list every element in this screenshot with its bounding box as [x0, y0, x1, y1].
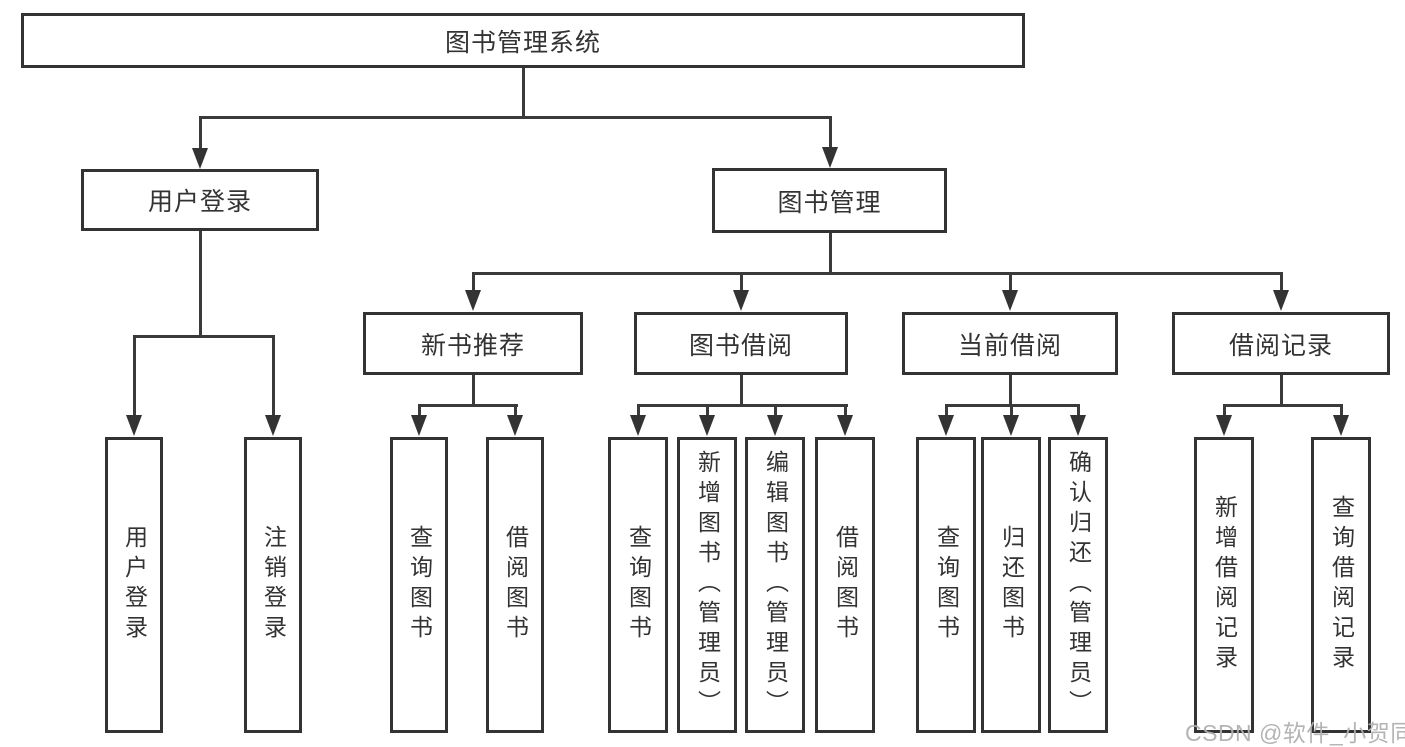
node-borrow-records: 借阅记录 — [1172, 312, 1390, 375]
node-book-borrow: 图书借阅 — [634, 312, 848, 375]
arrow-down-icon — [1216, 415, 1232, 436]
arrow-down-icon — [192, 148, 208, 169]
leaf-edit-book-admin: 编辑图书（管理员） — [745, 437, 805, 733]
arrow-down-icon — [126, 415, 142, 436]
arrow-down-icon — [938, 415, 954, 436]
node-user-login: 用户登录 — [81, 169, 319, 231]
arrow-down-icon — [1003, 415, 1019, 436]
connector-line — [1077, 404, 1080, 420]
node-current-borrow: 当前借阅 — [902, 312, 1118, 375]
leaf-query-books-borrow: 查询图书 — [608, 437, 668, 733]
arrow-down-icon — [837, 415, 853, 436]
arrow-down-icon — [507, 415, 523, 436]
connector-line — [472, 375, 475, 406]
arrow-down-icon — [1070, 415, 1086, 436]
arrow-down-icon — [767, 415, 783, 436]
connector-line — [740, 272, 743, 294]
node-root: 图书管理系统 — [21, 13, 1025, 68]
leaf-query-books-recommend: 查询图书 — [390, 437, 448, 733]
leaf-add-book-admin: 新增图书（管理员） — [677, 437, 737, 733]
connector-line — [133, 335, 136, 419]
arrow-down-icon — [699, 415, 715, 436]
connector-line — [1223, 404, 1226, 420]
connector-line — [829, 116, 832, 152]
connector-line — [945, 404, 948, 420]
node-book-management: 图书管理 — [712, 168, 947, 233]
arrow-down-icon — [733, 290, 749, 311]
connector-line — [637, 404, 640, 420]
connector-line — [1009, 272, 1012, 294]
connector-line — [774, 404, 777, 420]
node-new-book-recommend: 新书推荐 — [363, 312, 583, 375]
arrow-down-icon — [630, 415, 646, 436]
arrow-down-icon — [1333, 415, 1349, 436]
leaf-confirm-return-admin: 确认归还（管理员） — [1048, 437, 1108, 733]
connector-line — [1223, 404, 1343, 407]
connector-line — [418, 404, 518, 407]
connector-line — [199, 116, 202, 152]
leaf-logout: 注销登录 — [244, 437, 302, 733]
connector-line — [418, 404, 421, 420]
arrow-down-icon — [411, 415, 427, 436]
leaf-borrow-books: 借阅图书 — [815, 437, 875, 733]
arrow-down-icon — [1002, 290, 1018, 311]
arrow-down-icon — [1273, 290, 1289, 311]
connector-line — [844, 404, 847, 420]
connector-line — [1009, 375, 1012, 406]
leaf-query-books-current: 查询图书 — [916, 437, 976, 733]
arrow-down-icon — [465, 290, 481, 311]
leaf-return-book: 归还图书 — [981, 437, 1041, 733]
connector-line — [272, 335, 275, 419]
connector-line — [637, 404, 848, 407]
connector-line — [133, 335, 275, 338]
connector-line — [199, 231, 202, 337]
connector-line — [740, 375, 743, 406]
connector-line — [1280, 272, 1283, 294]
leaf-user-login: 用户登录 — [105, 437, 163, 733]
connector-line — [1280, 375, 1283, 406]
connector-line — [1010, 404, 1013, 420]
leaf-borrow-books-recommend: 借阅图书 — [486, 437, 544, 733]
connector-line — [522, 68, 525, 118]
arrow-down-icon — [265, 415, 281, 436]
arrow-down-icon — [822, 147, 838, 168]
connector-line — [706, 404, 709, 420]
connector-line — [1340, 404, 1343, 420]
connector-line — [472, 272, 475, 294]
connector-line — [829, 233, 832, 274]
connector-line — [199, 116, 831, 119]
connector-line — [472, 272, 1283, 275]
watermark-text: CSDN @软件_小贺同学 — [1185, 720, 1405, 746]
leaf-add-borrow-record: 新增借阅记录 — [1194, 437, 1254, 733]
leaf-query-borrow-record: 查询借阅记录 — [1311, 437, 1371, 733]
connector-line — [514, 404, 517, 420]
